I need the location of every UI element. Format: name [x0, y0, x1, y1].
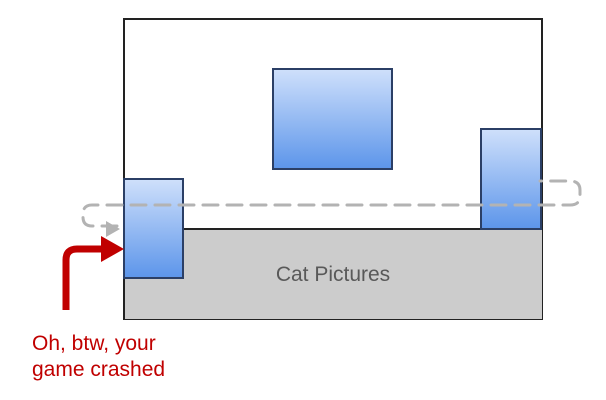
red-arrow-shaft: [62, 245, 106, 310]
dashed-arrowhead: [106, 221, 120, 237]
left-box: [123, 178, 184, 279]
cat-pictures-region: [124, 229, 542, 319]
dashed-route: [81, 179, 582, 228]
red-arrowhead: [101, 236, 124, 262]
annotation-line-1: Oh, btw, your: [32, 332, 156, 355]
cat-pictures-label: Cat Pictures: [276, 263, 390, 286]
right-box: [480, 128, 542, 230]
annotation-line-2: game crashed: [32, 358, 165, 381]
center-box: [272, 68, 393, 170]
